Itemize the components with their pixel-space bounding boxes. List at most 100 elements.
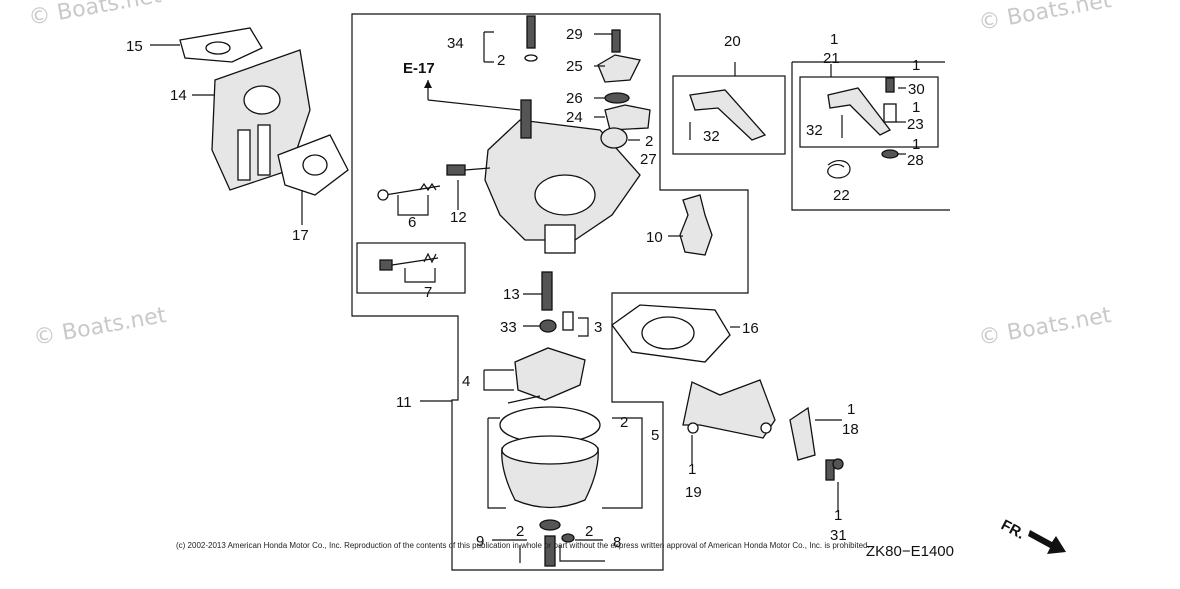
float-bowl-rim xyxy=(501,435,599,465)
callout-32-b: 32 xyxy=(703,128,720,145)
copyright-notice: (c) 2002-2013 American Honda Motor Co., … xyxy=(176,541,870,550)
spring-6 xyxy=(419,182,437,192)
gasket-15-hole xyxy=(205,41,231,55)
callout-22: 22 xyxy=(833,187,850,204)
pilot-screw-set-box xyxy=(356,242,466,294)
front-direction-label: FR. xyxy=(998,517,1027,543)
screw-29 xyxy=(611,29,621,53)
callout-21: 21 xyxy=(823,50,840,67)
callout-19: 19 xyxy=(685,484,702,501)
callout-24: 24 xyxy=(566,109,583,126)
nozzle-33 xyxy=(539,319,557,333)
bracket-19-hole-a xyxy=(687,422,699,434)
reference-e17-label: E-17 xyxy=(403,60,435,77)
throttle-arm-set-box xyxy=(799,76,939,148)
callout-30: 30 xyxy=(908,81,925,98)
callout-12: 12 xyxy=(450,209,467,226)
throttle-arm-21 xyxy=(827,87,891,136)
watermark-mid-right: © Boats.net xyxy=(977,303,1114,351)
callout-1-clamp: 1 xyxy=(847,401,855,418)
insulator-14-slot-b xyxy=(257,124,271,176)
callout-13: 13 xyxy=(503,286,520,303)
pilot-screw-7-head xyxy=(379,259,393,271)
callout-11: 11 xyxy=(396,394,412,411)
carburetor-assembly-outline xyxy=(351,13,749,571)
clamp-18 xyxy=(789,406,816,461)
callout-10: 10 xyxy=(646,229,663,246)
bolt-31 xyxy=(825,459,835,481)
screw-12-shank xyxy=(464,167,491,171)
callout-33: 33 xyxy=(500,319,517,336)
throttle-stop-screw-6-head xyxy=(377,189,389,201)
spring-22 xyxy=(827,160,851,179)
callout-16: 16 xyxy=(742,320,759,337)
callout-2-top: 2 xyxy=(497,52,505,69)
bracket-19-hole-b xyxy=(760,422,772,434)
washer-2-top xyxy=(524,54,538,62)
callout-26: 26 xyxy=(566,90,583,107)
callout-2-bowl: 2 xyxy=(620,414,628,431)
callout-1-washer: 1 xyxy=(912,136,920,153)
carburetor-float-boss xyxy=(544,224,576,254)
washer-2-bowl xyxy=(539,519,561,531)
callout-29: 29 xyxy=(566,26,583,43)
callout-1-collar: 1 xyxy=(912,99,920,116)
callout-1-bolt: 1 xyxy=(834,507,842,524)
callout-8: 8 xyxy=(613,534,621,551)
callout-27: 27 xyxy=(640,151,657,168)
callout-15: 15 xyxy=(126,38,143,55)
choke-arm-set-box xyxy=(672,75,786,155)
callout-1-bracket: 1 xyxy=(688,461,696,478)
callout-34: 34 xyxy=(447,35,464,52)
reference-arrow xyxy=(424,80,432,88)
washer-2-drain xyxy=(561,533,575,543)
callout-31: 31 xyxy=(830,527,847,544)
watermark-mid-left: © Boats.net xyxy=(32,303,169,351)
collar-23 xyxy=(883,103,897,123)
washer-28 xyxy=(881,149,899,159)
choke-arm-20 xyxy=(689,89,767,141)
diaphragm-27 xyxy=(600,127,628,149)
float-4 xyxy=(514,347,586,401)
bracket-19 xyxy=(682,379,776,439)
callout-28: 28 xyxy=(907,152,924,169)
callout-numbers: 1 21 1 30 1 23 32 1 28 22 20 32 34 2 29 … xyxy=(126,26,925,551)
gasket-17-hole xyxy=(302,154,328,176)
callout-18: 18 xyxy=(842,421,859,438)
insulator-14-slot-a xyxy=(237,129,251,181)
valve-24 xyxy=(604,104,651,131)
front-direction-arrow xyxy=(1028,530,1066,554)
callout-1-screw: 1 xyxy=(912,57,920,74)
callout-17: 17 xyxy=(292,227,309,244)
callout-14: 14 xyxy=(170,87,187,104)
callout-1-choke: 1 xyxy=(830,31,838,48)
callout-9: 9 xyxy=(476,533,484,550)
callout-3: 3 xyxy=(594,319,602,336)
callout-5: 5 xyxy=(651,427,659,444)
valve-3 xyxy=(562,311,574,331)
main-jet-13 xyxy=(541,271,553,311)
callout-20: 20 xyxy=(724,33,741,50)
callout-2-diaphragm: 2 xyxy=(645,133,653,150)
float-pin xyxy=(507,395,541,404)
screw-30 xyxy=(885,77,895,93)
callout-32-a: 32 xyxy=(806,122,823,139)
cover-25 xyxy=(597,54,641,83)
throttle-stop-screw-6 xyxy=(384,185,441,196)
callout-7: 7 xyxy=(424,284,432,301)
callout-6: 6 xyxy=(408,214,416,231)
callout-2-washer: 2 xyxy=(516,523,524,540)
bolt-34 xyxy=(526,15,536,49)
callout-23: 23 xyxy=(907,116,924,133)
gasket-16-hole xyxy=(641,316,695,350)
bolt-9 xyxy=(544,535,556,567)
choke-shaft xyxy=(520,99,532,139)
watermark-top-left: © Boats.net xyxy=(27,0,164,31)
insulator-14-port xyxy=(243,85,281,115)
callout-25: 25 xyxy=(566,58,583,75)
choke-arm-box xyxy=(791,61,950,211)
float-bowl-5 xyxy=(501,447,599,509)
screw-12-head xyxy=(446,164,466,176)
bolt-31-head xyxy=(832,458,844,470)
